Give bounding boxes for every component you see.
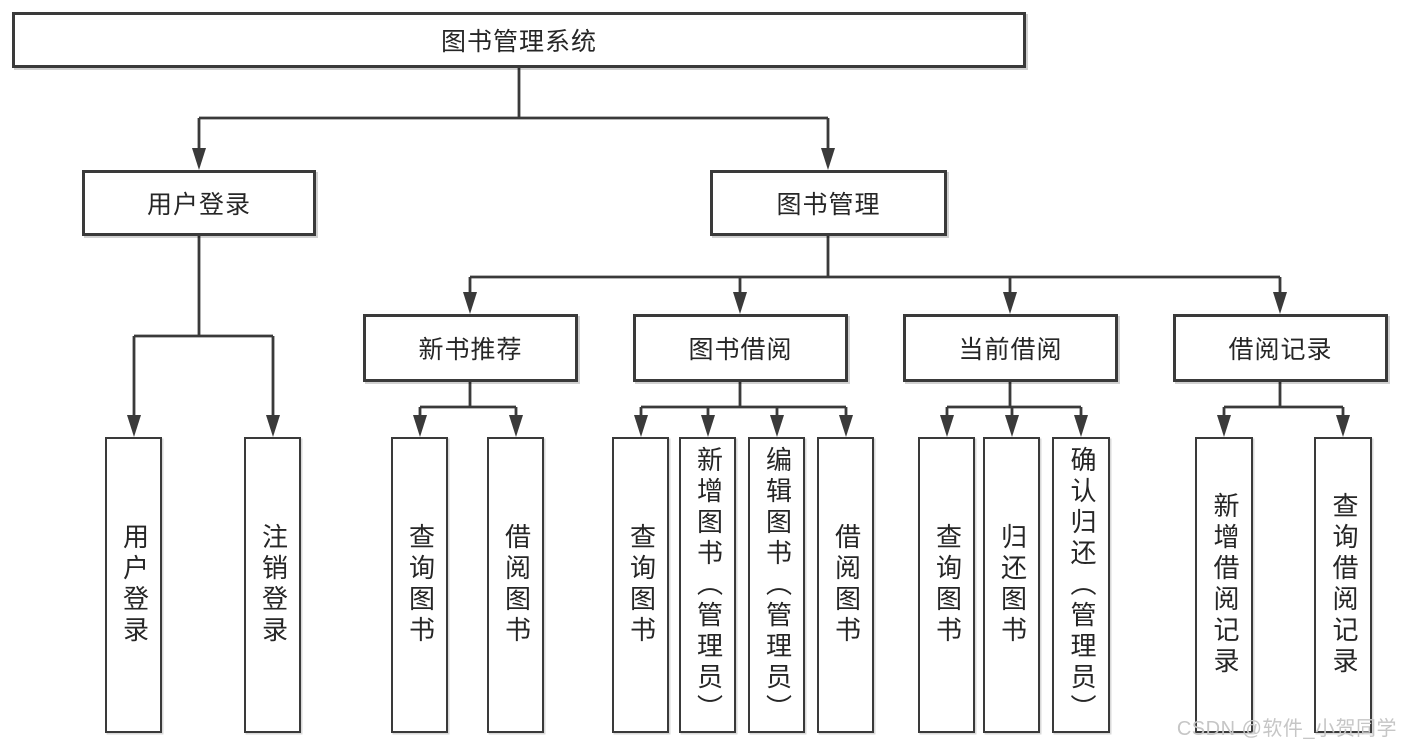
node-borrow-records: 借阅记录 <box>1173 314 1388 382</box>
node-borrow-records-label: 借阅记录 <box>1228 336 1333 364</box>
node-user-login: 用户登录 <box>82 170 316 236</box>
leaf-user-login: 用户登录 <box>105 437 162 733</box>
connector-new-book-children <box>413 382 523 437</box>
leaf-recommend-query-book: 查询图书 <box>391 437 448 733</box>
node-root: 图书管理系统 <box>12 12 1026 68</box>
connector-user-login-children <box>127 236 280 437</box>
node-current-borrow-label: 当前借阅 <box>958 336 1063 364</box>
leaf-current-query-book-label: 查询图书 <box>932 523 963 647</box>
leaf-add-borrow-record: 新增借阅记录 <box>1195 437 1253 733</box>
leaf-edit-book-admin-label: 编辑图书（管理员） <box>762 445 793 725</box>
leaf-query-borrow-record-label: 查询借阅记录 <box>1328 492 1359 678</box>
leaf-query-borrow-record: 查询借阅记录 <box>1314 437 1372 733</box>
leaf-add-book-admin-label: 新增图书（管理员） <box>693 445 724 725</box>
leaf-borrow-query-book-label: 查询图书 <box>626 523 657 647</box>
leaf-return-book-label: 归还图书 <box>997 523 1028 647</box>
leaf-recommend-borrow-book-label: 借阅图书 <box>501 523 532 647</box>
leaf-confirm-return-admin: 确认归还（管理员） <box>1052 437 1110 733</box>
leaf-recommend-borrow-book: 借阅图书 <box>487 437 544 733</box>
node-book-borrow-label: 图书借阅 <box>688 336 793 364</box>
connector-current-borrow-children <box>940 382 1088 437</box>
node-book-borrow: 图书借阅 <box>633 314 848 382</box>
node-root-label: 图书管理系统 <box>440 28 597 56</box>
connector-book-borrow-children <box>634 382 853 437</box>
leaf-borrow-book-label: 借阅图书 <box>831 523 862 647</box>
node-new-book-recommend: 新书推荐 <box>363 314 578 382</box>
leaf-recommend-query-book-label: 查询图书 <box>405 523 436 647</box>
leaf-logout: 注销登录 <box>244 437 301 733</box>
leaf-current-query-book: 查询图书 <box>918 437 975 733</box>
leaf-add-book-admin: 新增图书（管理员） <box>679 437 736 733</box>
leaf-borrow-book: 借阅图书 <box>817 437 874 733</box>
connector-borrow-record-children <box>1217 382 1350 437</box>
leaf-return-book: 归还图书 <box>983 437 1040 733</box>
leaf-borrow-query-book: 查询图书 <box>612 437 669 733</box>
node-new-book-recommend-label: 新书推荐 <box>418 336 523 364</box>
node-book-management-label: 图书管理 <box>776 191 881 219</box>
leaf-edit-book-admin: 编辑图书（管理员） <box>748 437 805 733</box>
node-book-management: 图书管理 <box>710 170 947 236</box>
leaf-add-borrow-record-label: 新增借阅记录 <box>1209 492 1240 678</box>
leaf-confirm-return-admin-label: 确认归还（管理员） <box>1066 445 1097 725</box>
connector-book-management-children <box>463 236 1287 314</box>
connector-root-to-level2 <box>192 68 835 170</box>
watermark: CSDN @软件_小贺同学 <box>1176 718 1397 740</box>
node-user-login-label: 用户登录 <box>146 191 251 219</box>
node-current-borrow: 当前借阅 <box>903 314 1118 382</box>
leaf-logout-label: 注销登录 <box>258 523 289 647</box>
leaf-user-login-label: 用户登录 <box>119 523 150 647</box>
